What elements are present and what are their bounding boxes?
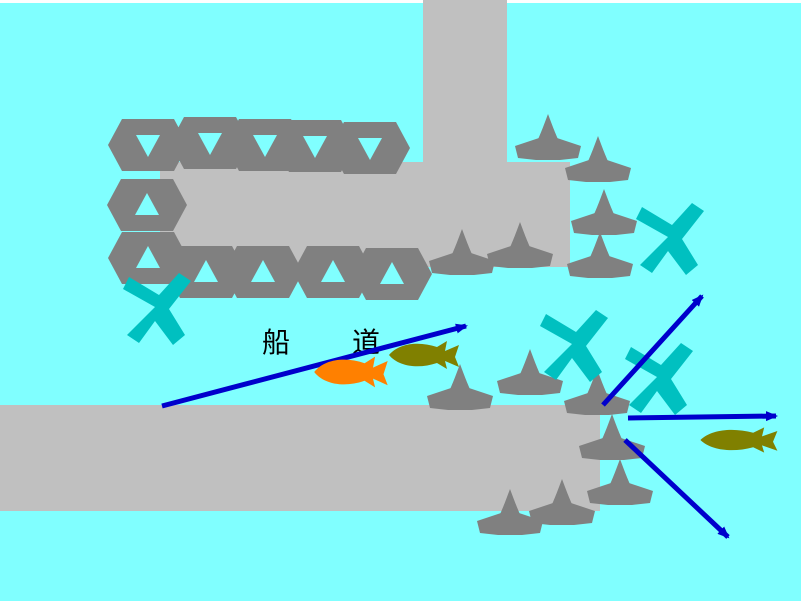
outflow-arrow-down xyxy=(623,438,730,539)
channel-label-char-1: 船 xyxy=(262,326,290,359)
outflow-arrow-up xyxy=(601,294,704,407)
channel-arrow xyxy=(161,323,468,409)
lower-breakwater xyxy=(0,405,600,511)
flow-arrows xyxy=(161,294,778,539)
outflow-arrow-right xyxy=(627,411,778,422)
frame-bottom xyxy=(0,601,801,605)
frame-top xyxy=(0,0,801,3)
